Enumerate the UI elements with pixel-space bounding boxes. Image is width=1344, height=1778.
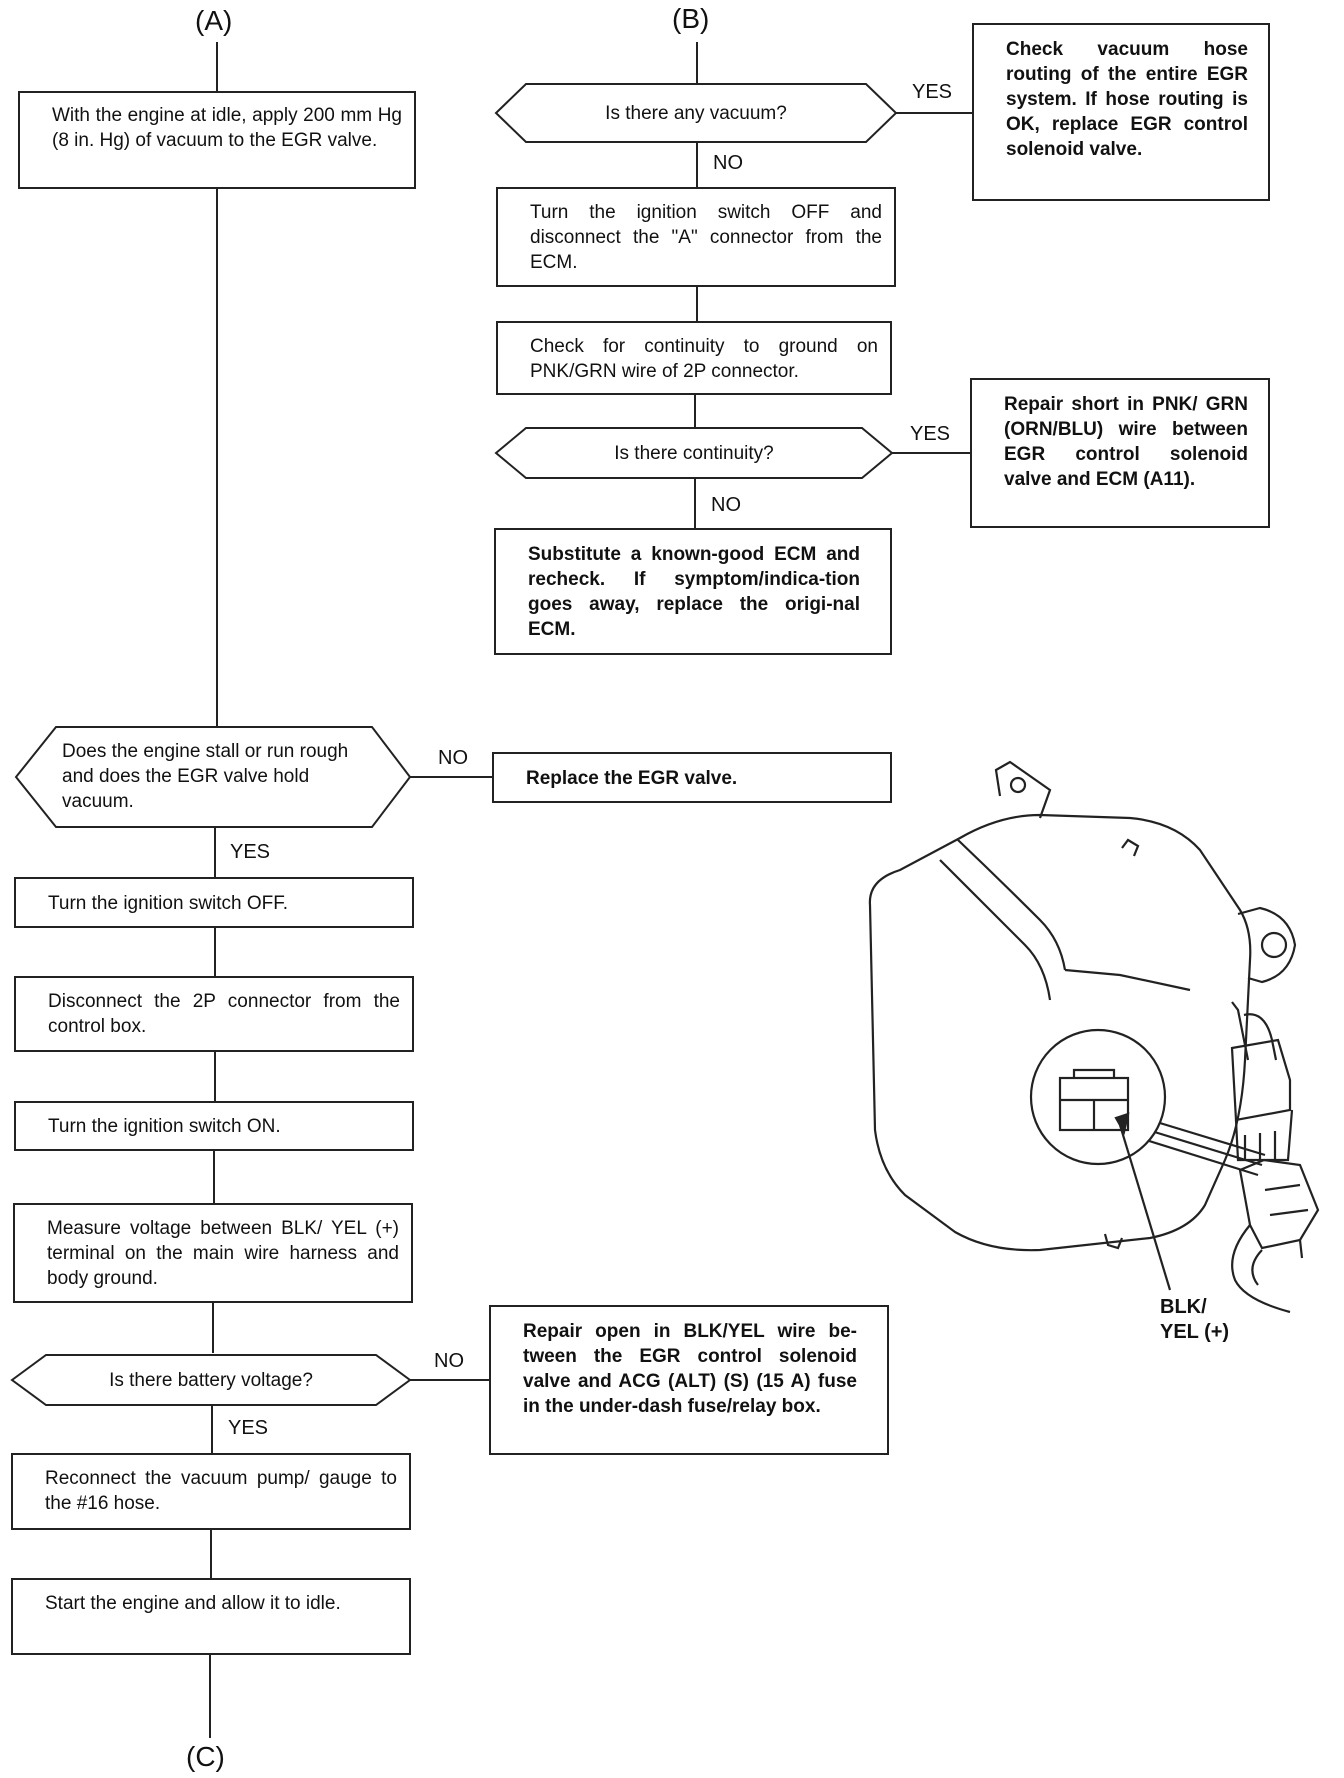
label-no-battery-voltage: NO bbox=[434, 1350, 464, 1372]
step-check-hose-routing: Check vacuum hose routing of the entire … bbox=[972, 23, 1270, 201]
decision-engine-stall bbox=[14, 726, 412, 828]
step-measure-voltage: Measure voltage between BLK/ YEL (+) ter… bbox=[13, 1203, 413, 1303]
callout-blk-yel-terminal: BLK/ YEL (+) bbox=[1160, 1295, 1229, 1345]
step-repair-short: Repair short in PNK/ GRN (ORN/BLU) wire … bbox=[970, 378, 1270, 528]
decision-continuity bbox=[494, 427, 894, 479]
node-c-label: (C) bbox=[186, 1741, 225, 1772]
question-battery-voltage: Is there battery voltage? bbox=[109, 1370, 313, 1391]
label-yes-battery-voltage: YES bbox=[228, 1417, 269, 1439]
node-b-label: (B) bbox=[672, 3, 710, 34]
label-no-continuity: NO bbox=[711, 494, 741, 516]
callout-line-1: BLK/ bbox=[1160, 1296, 1207, 1318]
step-start-engine: Start the engine and allow it to idle. bbox=[11, 1578, 411, 1655]
step-ignition-on: Turn the ignition switch ON. bbox=[14, 1101, 414, 1151]
label-yes-engine-stall: YES bbox=[230, 841, 271, 863]
step-repair-open-circuit: Repair open in BLK/YEL wire be-tween the… bbox=[489, 1305, 889, 1455]
step-apply-vacuum: With the engine at idle, apply 200 mm Hg… bbox=[18, 91, 416, 189]
label-no-vacuum: NO bbox=[713, 152, 743, 174]
question-continuity: Is there continuity? bbox=[614, 443, 774, 464]
step-check-continuity: Check for continuity to ground on PNK/GR… bbox=[496, 321, 892, 395]
step-ignition-off: Turn the ignition switch OFF. bbox=[14, 877, 414, 928]
step-replace-egr-valve: Replace the EGR valve. bbox=[492, 752, 892, 803]
step-disconnect-2p: Disconnect the 2P connector from the con… bbox=[14, 976, 414, 1052]
decision-any-vacuum bbox=[494, 83, 898, 143]
label-yes-continuity: YES bbox=[910, 423, 951, 445]
question-any-vacuum: Is there any vacuum? bbox=[605, 103, 787, 124]
step-reconnect-vacuum-pump: Reconnect the vacuum pump/ gauge to the … bbox=[11, 1453, 411, 1530]
step-disconnect-a-connector: Turn the ignition switch OFF and disconn… bbox=[496, 187, 896, 287]
solenoid-valve-illustration bbox=[868, 760, 1320, 1314]
callout-leader-line bbox=[1118, 1124, 1172, 1291]
step-substitute-ecm: Substitute a known-good ECM and recheck.… bbox=[494, 528, 892, 655]
label-no-engine-stall: NO bbox=[438, 747, 468, 769]
label-yes-vacuum: YES bbox=[912, 81, 953, 103]
callout-line-2: YEL (+) bbox=[1160, 1321, 1230, 1343]
question-engine-stall: Does the engine stall or run rough and d… bbox=[62, 741, 349, 812]
decision-battery-voltage bbox=[10, 1354, 412, 1406]
node-a-label: (A) bbox=[195, 5, 233, 36]
